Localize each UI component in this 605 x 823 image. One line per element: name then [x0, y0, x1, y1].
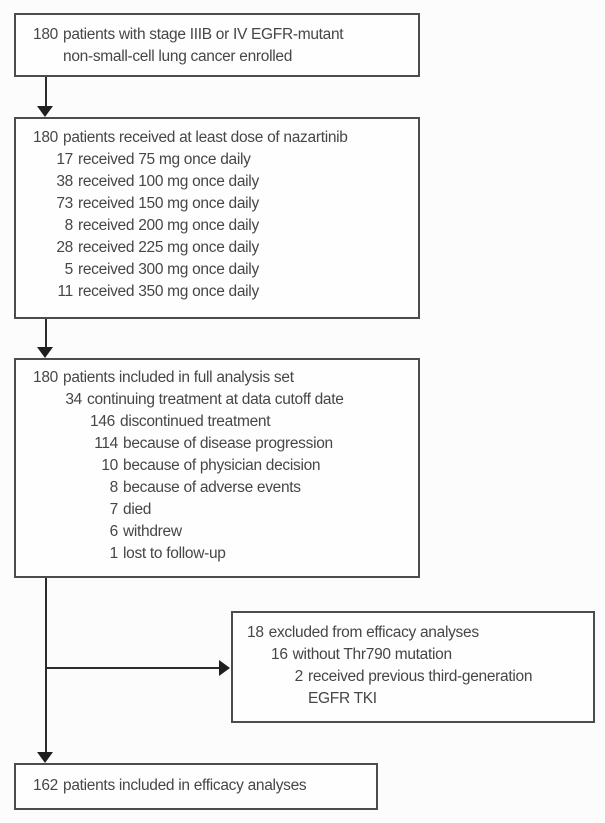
box-dose-received: 180 patients received at least dose of n… — [14, 117, 420, 319]
patient-count: 180 — [33, 129, 58, 146]
flow-label: received 75 mg once daily — [78, 151, 251, 168]
flow-line: 38 received 100 mg once daily — [45, 171, 404, 193]
arrowhead-down-icon — [37, 347, 53, 358]
flow-line: 10 because of physician decision — [90, 455, 404, 477]
patient-count: 5 — [64, 261, 74, 278]
flow-label: excluded from efficacy analyses — [268, 624, 479, 641]
flow-line: 1 lost to follow-up — [90, 543, 404, 565]
flow-label: non-small-cell lung cancer enrolled — [63, 48, 293, 65]
flow-line: 8 received 200 mg once daily — [45, 215, 404, 237]
flow-line: 2 received previous third-generation — [287, 666, 579, 688]
flow-label: received 100 mg once daily — [78, 173, 259, 190]
box-excluded-efficacy: 18 excluded from efficacy analyses 16 wi… — [231, 611, 595, 723]
flow-line: 180 patients included in full analysis s… — [30, 367, 404, 389]
box-efficacy-analyses: 162 patients included in efficacy analys… — [14, 763, 378, 810]
patient-count: 114 — [94, 435, 118, 452]
flow-label: discontinued treatment — [120, 413, 271, 430]
flow-line: 162 patients included in efficacy analys… — [30, 775, 362, 797]
patient-count: 180 — [33, 369, 58, 386]
flow-label: patients with stage IIIB or IV EGFR-muta… — [63, 26, 344, 43]
flow-line: 8 because of adverse events — [90, 477, 404, 499]
arrow-line — [45, 319, 47, 347]
flow-line: 180 patients received at least dose of n… — [30, 127, 404, 149]
flow-label: received 300 mg once daily — [78, 261, 259, 278]
flow-line: 114 because of disease progression — [90, 433, 404, 455]
patient-count: 6 — [109, 523, 119, 540]
flow-line: 180 patients with stage IIIB or IV EGFR-… — [30, 24, 404, 46]
arrow-line — [45, 578, 47, 752]
flow-label: received previous third-generation — [308, 668, 533, 685]
flow-label: patients included in efficacy analyses — [63, 777, 307, 794]
patient-count: 7 — [109, 501, 119, 518]
flow-line: 28 received 225 mg once daily — [45, 237, 404, 259]
box-enrolled: 180 patients with stage IIIB or IV EGFR-… — [14, 13, 420, 77]
flow-label: received 350 mg once daily — [78, 283, 259, 300]
flow-label: because of disease progression — [123, 435, 333, 452]
flow-line: 73 received 150 mg once daily — [45, 193, 404, 215]
flow-label: received 150 mg once daily — [78, 195, 259, 212]
patient-count: 180 — [33, 26, 58, 43]
flow-line: 18 excluded from efficacy analyses — [247, 622, 579, 644]
patient-count: 2 — [294, 668, 304, 685]
flow-line: EGFR TKI — [287, 688, 579, 710]
arrow-line — [45, 77, 47, 106]
flow-label: patients included in full analysis set — [63, 369, 294, 386]
patient-count: 18 — [247, 624, 264, 641]
patient-count: 38 — [56, 173, 73, 190]
flow-label: received 225 mg once daily — [78, 239, 259, 256]
arrow-line — [45, 667, 219, 669]
flow-line: 146 discontinued treatment — [87, 411, 404, 433]
box-full-analysis-set: 180 patients included in full analysis s… — [14, 358, 420, 578]
flow-label: EGFR TKI — [308, 690, 377, 707]
patient-count: 162 — [33, 777, 58, 794]
flow-line: non-small-cell lung cancer enrolled — [30, 46, 404, 68]
flow-label: withdrew — [123, 523, 182, 540]
patient-count: 16 — [271, 646, 288, 663]
patient-count: 10 — [101, 457, 118, 474]
patient-count: 1 — [109, 545, 119, 562]
flow-label: patients received at least dose of nazar… — [63, 129, 348, 146]
flow-line: 6 withdrew — [90, 521, 404, 543]
patient-count: 28 — [56, 239, 73, 256]
flow-line: 16 without Thr790 mutation — [271, 644, 579, 666]
arrowhead-down-icon — [37, 106, 53, 117]
flow-label: continuing treatment at data cutoff date — [87, 391, 344, 408]
flow-label: received 200 mg once daily — [78, 217, 259, 234]
flow-label: because of physician decision — [123, 457, 321, 474]
patient-count: 8 — [109, 479, 119, 496]
flow-line: 5 received 300 mg once daily — [45, 259, 404, 281]
patient-count: 11 — [57, 283, 74, 300]
flow-line: 17 received 75 mg once daily — [45, 149, 404, 171]
patient-count: 73 — [56, 195, 73, 212]
arrowhead-down-icon — [37, 752, 53, 763]
patient-count: 34 — [65, 391, 82, 408]
flow-label: because of adverse events — [123, 479, 301, 496]
patient-count: 17 — [56, 151, 73, 168]
flow-label: without Thr790 mutation — [292, 646, 452, 663]
flow-label: died — [123, 501, 152, 518]
arrowhead-right-icon — [219, 660, 230, 676]
flow-line: 34 continuing treatment at data cutoff d… — [54, 389, 404, 411]
flow-line: 11 received 350 mg once daily — [45, 281, 404, 303]
flow-line: 7 died — [90, 499, 404, 521]
patient-count: 146 — [90, 413, 115, 430]
flow-label: lost to follow-up — [123, 545, 226, 562]
patient-count: 8 — [64, 217, 74, 234]
